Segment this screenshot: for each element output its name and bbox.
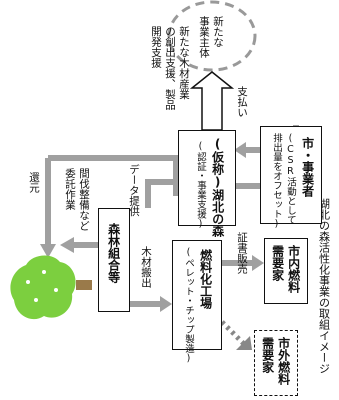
thinning-arrowhead — [60, 237, 74, 253]
label-data: データ提供 — [128, 164, 141, 217]
in-demand-arrowhead — [252, 255, 264, 271]
support-text-line1: 新たな木材産業 — [178, 26, 191, 100]
out-demand-dotted-line — [220, 320, 246, 346]
support-arrow — [189, 71, 235, 131]
diagram-title: 湖北の森活性化事業の取組イメージ — [317, 198, 331, 374]
support-text-line2: の創出支援、製品 — [164, 26, 177, 110]
timber-arrowhead — [160, 296, 172, 312]
tree-icon — [10, 255, 92, 320]
forest-org-label: (仮称)湖北の森 — [210, 137, 225, 237]
label-credit-sale: 証書販売 — [236, 232, 249, 274]
city-business-sub-line1: (CSR活動として — [284, 133, 296, 225]
support-text-line3: 開発支援 — [150, 26, 163, 68]
forestry-coop-box: 森林組合等 — [98, 208, 130, 312]
new-actor-line2: 事業主体 — [198, 16, 211, 58]
payment-arrowhead — [234, 142, 246, 158]
forest-org-box: (仮称)湖北の森 (認証・事業支援) — [178, 130, 236, 237]
city-demand-out-box: 市外燃料 需要家 — [254, 330, 298, 396]
forest-org-sub: (認証・事業支援) — [194, 141, 206, 230]
city-demand-out-line2: 需要家 — [260, 337, 275, 373]
city-business-sub-line2: 排出量をオフセット) — [270, 133, 282, 230]
data-line — [145, 179, 178, 208]
label-return: 還元 — [28, 172, 41, 193]
return-arrowhead — [40, 244, 56, 258]
city-business-box: 市・事業者 (CSR活動として 排出量をオフセット) — [260, 126, 322, 230]
label-timber-out: 木材搬出 — [140, 246, 153, 288]
city-demand-in-box: 市内燃料 需要家 — [264, 238, 308, 304]
city-demand-in-line1: 市内燃料 — [286, 245, 301, 293]
forestry-coop-label: 森林組合等 — [106, 223, 121, 283]
new-actor-circle — [167, 0, 257, 72]
city-demand-in-line2: 需要家 — [270, 245, 285, 281]
out-demand-arrowhead — [236, 336, 252, 350]
label-thinning-line1: 間伐整備など — [78, 168, 91, 231]
city-demand-out-line1: 市外燃料 — [276, 337, 291, 385]
fuel-factory-sub: (ペレット・チップ製造) — [182, 247, 194, 364]
label-payment: 支払い — [236, 86, 249, 118]
label-thinning-line2: 委託作業 — [64, 168, 77, 210]
city-business-label: 市・事業者 — [300, 137, 315, 197]
fuel-factory-box: 燃料化工場 (ペレット・チップ製造) — [172, 240, 222, 364]
fuel-factory-label: 燃料化工場 — [198, 249, 213, 309]
new-actor-line1: 新たな — [212, 16, 225, 48]
